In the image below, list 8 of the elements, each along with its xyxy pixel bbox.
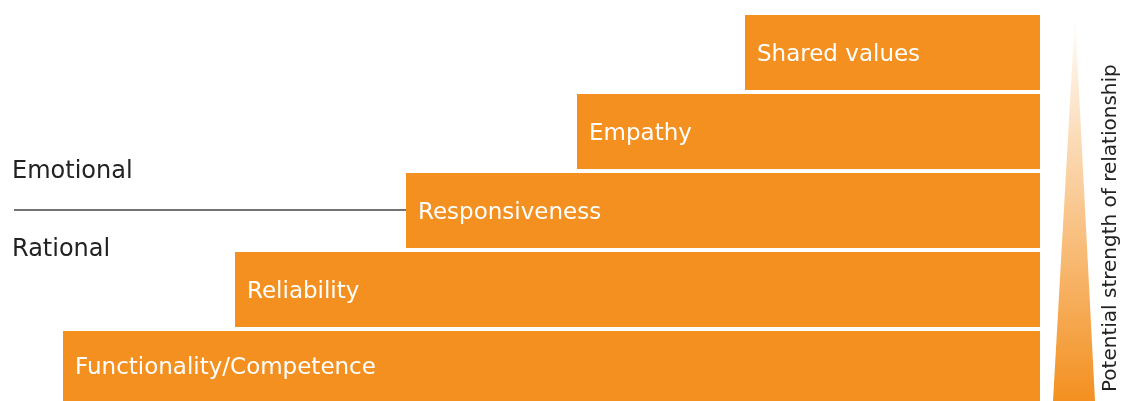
step-bar: Shared values [745,15,1040,90]
step-bar: Responsiveness [406,173,1040,248]
step-bar: Empathy [577,94,1040,169]
level-label: Emotional [12,156,133,184]
level-label: Rational [12,234,111,262]
axis-title: Potential strength of relationship [1097,64,1121,392]
step-bar: Functionality/Competence [63,331,1040,401]
step-bar: Reliability [235,252,1040,327]
